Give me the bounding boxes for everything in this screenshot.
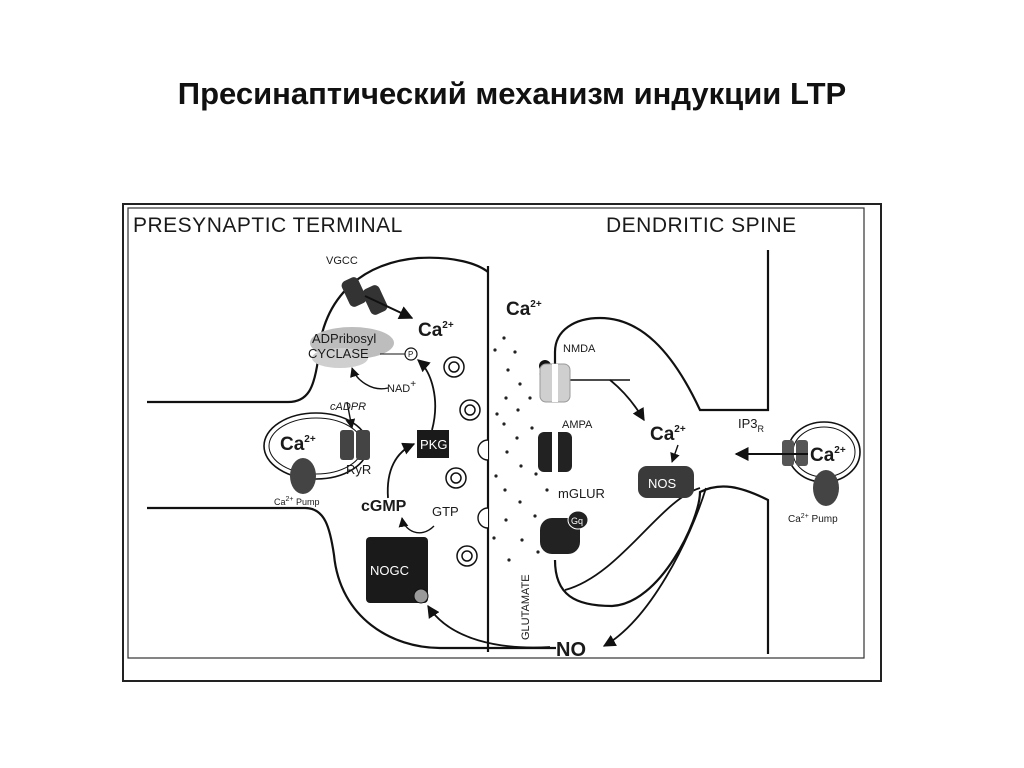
cgmp-label: cGMP	[361, 498, 407, 515]
glutamate-label: GLUTAMATE	[520, 574, 532, 640]
nmda-receptor	[539, 363, 571, 403]
cleft-ca-label: Ca2+	[506, 299, 542, 320]
no-label: NO	[556, 639, 586, 661]
slide-title: Пресинаптический механизм индукции LTP	[177, 76, 847, 111]
vgcc-channel	[341, 277, 388, 315]
pump-left-label: Ca2+ Pump	[274, 496, 320, 507]
store-ca-label: Ca2+	[280, 434, 316, 455]
ampa-label: AMPA	[562, 419, 593, 431]
vgcc-label: VGCC	[326, 255, 358, 267]
nogc-label: NOGC	[370, 563, 409, 578]
mglur-receptor	[540, 518, 580, 554]
diagram-frame	[122, 203, 882, 682]
ca-entry-label: Ca2+	[418, 320, 454, 341]
ampa-receptor	[538, 432, 572, 472]
post-ca-label: Ca2+	[650, 424, 686, 445]
pump-right	[813, 470, 839, 506]
nmda-label: NMDA	[563, 343, 596, 355]
nogc-box	[366, 537, 428, 603]
nogc-heme	[413, 588, 429, 604]
no-to-nogc-arrow	[427, 604, 551, 649]
cadpr-to-ryr-arrow	[345, 401, 356, 429]
cgmp-to-pkg-arrow	[386, 442, 416, 499]
ca-to-nos-arrow	[670, 444, 680, 463]
docked-vesicles	[477, 439, 489, 529]
gtp-to-cgmp-arrow	[398, 517, 435, 534]
ryr-channel	[340, 430, 370, 460]
nos-to-no-arrow	[602, 487, 707, 647]
pump-left	[290, 458, 316, 494]
gq-label: Gq	[571, 516, 583, 526]
nos-label: NOS	[648, 476, 677, 491]
synaptic-vesicles	[443, 356, 481, 567]
nos-enzyme	[638, 466, 694, 498]
presynaptic-header: PRESYNAPTIC TERMINAL	[133, 214, 403, 237]
spine-membrane	[553, 250, 770, 654]
pkg-box	[417, 430, 449, 458]
nos-tail	[564, 487, 701, 591]
adp-ribosyl-cyclase	[310, 327, 394, 368]
gtp-label: GTP	[432, 504, 459, 519]
ip3r-label: IP3R	[738, 416, 765, 434]
dendritic-header: DENDRITIC SPINE	[606, 214, 797, 237]
ryr-label: RyR	[346, 462, 371, 477]
gq-protein	[567, 510, 589, 530]
inner-frame	[127, 207, 865, 659]
post-store-ca-label: Ca2+	[810, 445, 846, 466]
glutamate-molecules	[492, 336, 550, 562]
pump-right-label: Ca2+ Pump	[788, 513, 838, 525]
nad-label: NAD+	[387, 379, 416, 395]
vgcc-arrow	[364, 295, 414, 319]
adp-label-1: ADPribosyl	[312, 331, 376, 346]
pkg-to-cyclase-arrow	[417, 359, 436, 431]
nad-curve	[350, 367, 389, 390]
pkg-label: PKG	[420, 437, 447, 452]
mglur-label: mGLUR	[558, 486, 605, 501]
adp-label-2: CYCLASE	[308, 346, 369, 361]
phospho-p: P	[408, 350, 413, 359]
nmda-ca-arrow	[609, 379, 645, 422]
